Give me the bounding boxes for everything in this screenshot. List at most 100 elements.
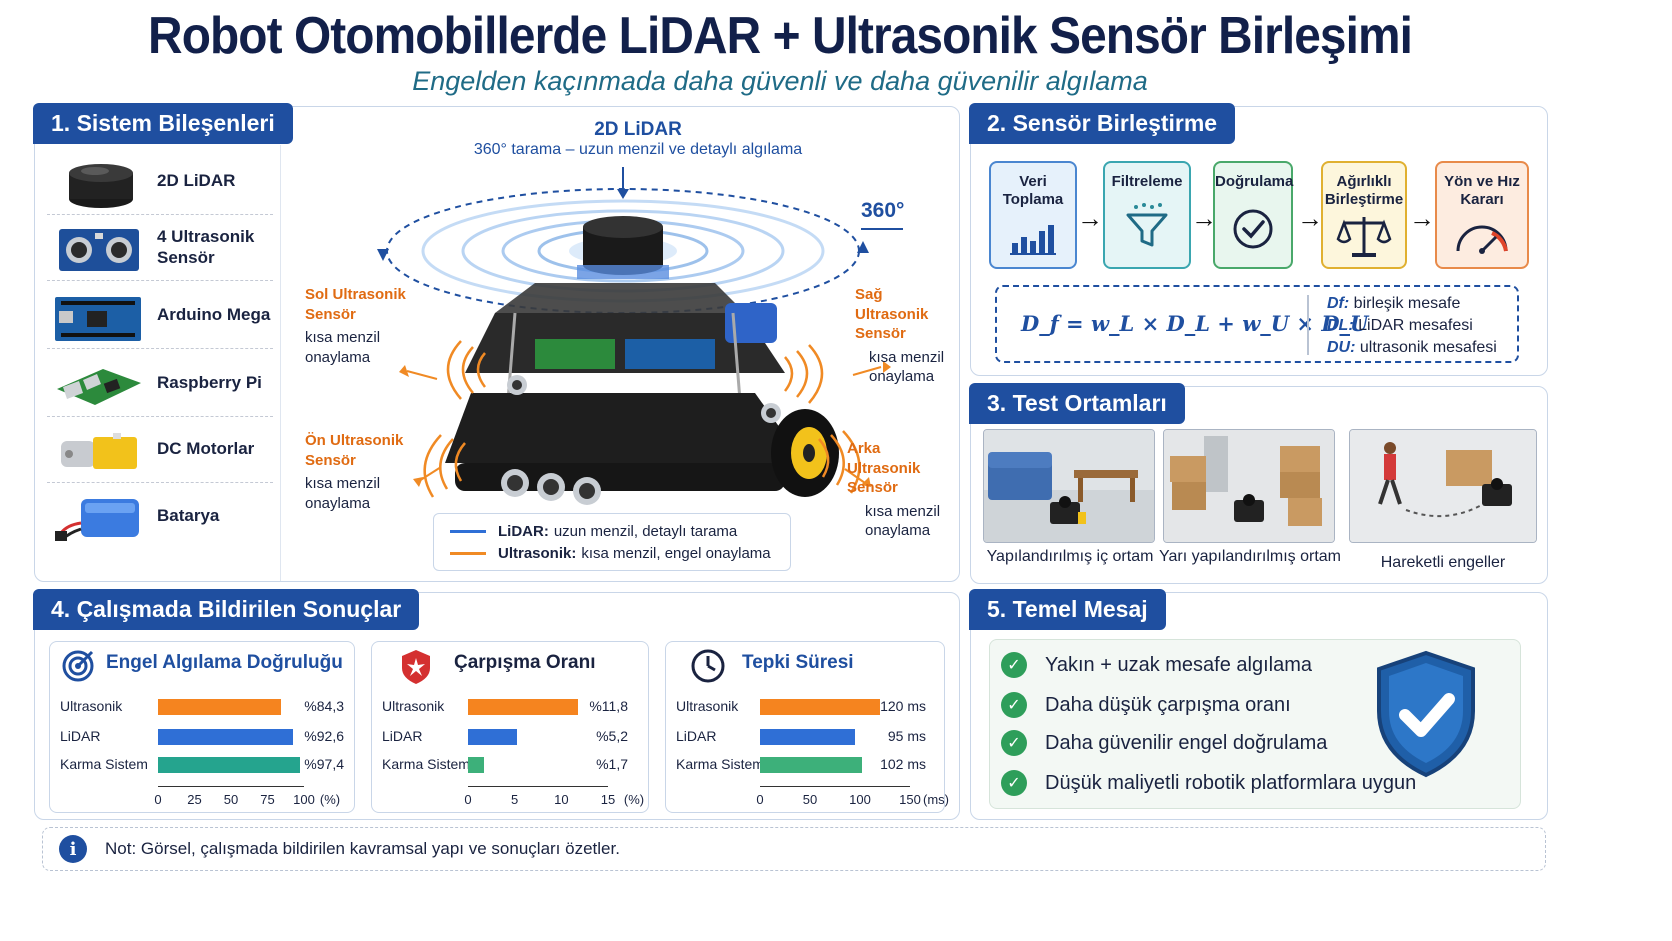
check-circle-icon bbox=[1233, 209, 1273, 249]
back-sensor-callout: Arka Ultrasonik Sensör kısa menzil onayl… bbox=[847, 439, 957, 541]
key-message-item: ✓Yakın + uzak mesafe algılama bbox=[1001, 647, 1312, 683]
robot-diagram bbox=[377, 167, 903, 505]
indoor-scene-illustration bbox=[984, 430, 1154, 542]
back-sensor-name: Arka Ultrasonik Sensör bbox=[847, 440, 921, 496]
section-key-message: 5. Temel Mesaj ✓Yakın + uzak mesafe algı… bbox=[969, 589, 1548, 820]
check-icon: ✓ bbox=[1001, 770, 1027, 796]
robot-legend: LiDAR: uzun menzil, detaylı tarama Ultra… bbox=[433, 513, 791, 571]
left-sensor-name: Sol Ultrasonik Sensör bbox=[305, 286, 406, 323]
right-sensor-desc: kısa menzil onaylama bbox=[869, 348, 945, 386]
x-axis-unit: (ms) bbox=[923, 792, 949, 807]
legend-key: Ultrasonik: bbox=[498, 545, 577, 562]
section-tab: 4. Çalışmada Bildirilen Sonuçlar bbox=[33, 589, 420, 630]
x-tick-label: 0 bbox=[154, 792, 162, 807]
x-tick-label: 0 bbox=[464, 792, 472, 807]
component-item: DC Motorlar bbox=[47, 417, 273, 483]
bar bbox=[468, 729, 517, 745]
target-icon bbox=[62, 650, 94, 682]
section-test-environments: 3. Test Ortamları Yapılandırılmış iç ort… bbox=[969, 383, 1548, 584]
bar-label: Karma Sistem bbox=[60, 756, 148, 772]
moving-obstacle-scene-illustration bbox=[1350, 430, 1536, 542]
x-tick-label: 100 bbox=[293, 792, 315, 807]
section-tab: 3. Test Ortamları bbox=[969, 383, 1185, 424]
x-axis-unit: (%) bbox=[319, 792, 341, 807]
component-label: 2D LiDAR bbox=[157, 171, 236, 191]
right-sensor-name: Sağ Ultrasonik Sensör bbox=[855, 286, 929, 342]
bar-value: %97,4 bbox=[304, 756, 344, 772]
legend-text: uzun menzil, detaylı tarama bbox=[553, 523, 738, 540]
chart-title: Engel Algılama Doğruluğu bbox=[106, 652, 343, 673]
footnote: i Not: Görsel, çalışmada bildirilen kavr… bbox=[42, 827, 1546, 871]
x-tick-label: 5 bbox=[511, 792, 519, 807]
bar-value: %5,2 bbox=[596, 728, 628, 744]
bar-label: Karma Sistem bbox=[382, 756, 470, 772]
bar-value: %92,6 bbox=[304, 728, 344, 744]
bar bbox=[158, 729, 294, 745]
scene-semi-structured bbox=[1163, 429, 1335, 543]
flow-arrow: → bbox=[1077, 203, 1103, 233]
bar-label: Ultrasonik bbox=[676, 698, 739, 714]
ultrasonic-sensor-icon bbox=[59, 229, 139, 271]
bar bbox=[158, 699, 282, 715]
formula-legend-item: DL: LiDAR mesafesi bbox=[1327, 315, 1497, 337]
bar-label: Ultrasonik bbox=[60, 698, 123, 714]
formula-legend-text: birleşik mesafe bbox=[1353, 295, 1461, 312]
section-sensor-fusion: 2. Sensör Birleştirme Veri Toplama → Fil… bbox=[969, 103, 1548, 376]
section-results: 4. Çalışmada Bildirilen Sonuçlar Engel A… bbox=[33, 589, 960, 820]
info-icon: i bbox=[59, 835, 87, 863]
bar-label: LiDAR bbox=[60, 728, 101, 744]
fusion-formula-box: D_f = w_L × D_L + w_U × D_U Df: birleşik… bbox=[995, 285, 1519, 363]
formula-legend-text: LiDAR mesafesi bbox=[1358, 317, 1473, 334]
formula-legend-key: DU: bbox=[1327, 339, 1356, 356]
formula-legend: Df: birleşik mesafe DL: LiDAR mesafesi D… bbox=[1327, 293, 1497, 359]
check-icon: ✓ bbox=[1001, 692, 1027, 718]
component-item: 2D LiDAR bbox=[47, 149, 273, 215]
left-sensor-desc: kısa menzil onaylama bbox=[305, 329, 381, 366]
key-message-text: Daha düşük çarpışma oranı bbox=[1045, 693, 1291, 716]
x-tick-label: 100 bbox=[849, 792, 871, 807]
front-sensor-name: Ön Ultrasonik Sensör bbox=[305, 432, 404, 469]
component-label: 4 Ultrasonik Sensör bbox=[157, 227, 255, 267]
filter-icon bbox=[1126, 203, 1168, 247]
front-sensor-desc: kısa menzil onaylama bbox=[305, 475, 381, 512]
x-tick-label: 10 bbox=[554, 792, 569, 807]
legend-lidar: LiDAR: uzun menzil, detaylı tarama bbox=[450, 523, 737, 540]
component-item: 4 Ultrasonik Sensör bbox=[47, 215, 273, 281]
lidar-title: 2D LiDAR bbox=[594, 119, 682, 140]
legend-swatch bbox=[450, 552, 486, 555]
section-tab: 5. Temel Mesaj bbox=[969, 589, 1166, 630]
balance-scale-icon bbox=[1336, 217, 1392, 257]
lidar-icon bbox=[69, 164, 133, 208]
step-label: Yön ve Hız Kararı bbox=[1444, 173, 1520, 208]
formula-legend-text: ultrasonik mesafesi bbox=[1359, 339, 1497, 356]
bar-label: Karma Sistem bbox=[676, 756, 764, 772]
clock-icon bbox=[691, 649, 725, 683]
bar-chart-icon bbox=[1010, 225, 1056, 255]
key-message-item: ✓Düşük maliyetli robotik platformlara uy… bbox=[1001, 765, 1416, 801]
key-message-item: ✓Daha güvenilir engel doğrulama bbox=[1001, 725, 1327, 761]
legend-ultrasonic: Ultrasonik: kısa menzil, engel onaylama bbox=[450, 545, 771, 562]
bar-value: %1,7 bbox=[596, 756, 628, 772]
component-label: Raspberry Pi bbox=[157, 373, 262, 393]
scene-caption: Yarı yapılandırılmış ortam bbox=[1159, 548, 1341, 565]
bar-value: 102 ms bbox=[880, 756, 926, 772]
chart-title: Çarpışma Oranı bbox=[454, 652, 596, 673]
warehouse-scene-illustration bbox=[1164, 430, 1334, 542]
section-system-components: 1. Sistem Bileşenleri 2D LiDAR 4 Ultraso… bbox=[33, 103, 960, 582]
x-tick-label: 75 bbox=[260, 792, 275, 807]
bar-label: LiDAR bbox=[382, 728, 423, 744]
formula-legend-key: Df: bbox=[1327, 295, 1350, 312]
component-label: DC Motorlar bbox=[157, 439, 255, 459]
component-item: Arduino Mega bbox=[47, 283, 273, 349]
x-tick-label: 50 bbox=[802, 792, 818, 807]
page-subtitle: Engelden kaçınmada daha güvenli ve daha … bbox=[412, 66, 1148, 96]
x-tick-label: 150 bbox=[899, 792, 921, 807]
bar-value: %84,3 bbox=[304, 698, 344, 714]
formula-divider bbox=[1307, 295, 1309, 355]
x-axis-unit: (%) bbox=[623, 792, 645, 807]
x-tick-label: 25 bbox=[187, 792, 202, 807]
step-label: Doğrulama bbox=[1215, 173, 1294, 190]
key-message-item: ✓ Daha düşük çarpışma oranı bbox=[1001, 687, 1291, 723]
legend-text: kısa menzil, engel onaylama bbox=[581, 545, 771, 562]
bar bbox=[158, 757, 301, 773]
